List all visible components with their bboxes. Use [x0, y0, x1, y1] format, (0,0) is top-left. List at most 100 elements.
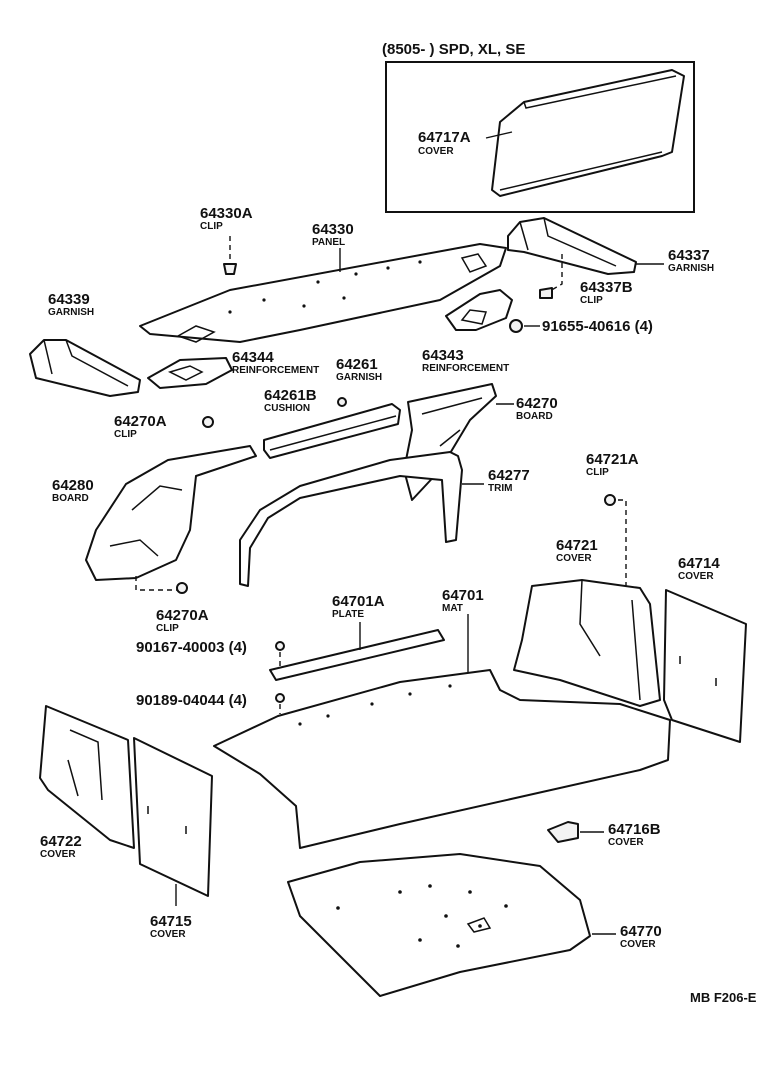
svg-text:BOARD: BOARD	[52, 493, 89, 504]
svg-text:REINFORCEMENT: REINFORCEMENT	[232, 365, 319, 376]
svg-text:91655-40616 (4): 91655-40616 (4)	[542, 318, 653, 335]
svg-text:TRIM: TRIM	[488, 483, 512, 494]
part-64717A-shape	[485, 69, 685, 197]
label-64337: 64337 GARNISH	[668, 247, 714, 274]
svg-text:64339: 64339	[48, 291, 90, 308]
part-64280-shape	[85, 445, 257, 594]
label-90189: 90189-04044 (4)	[136, 692, 247, 709]
svg-text:64261: 64261	[336, 356, 378, 373]
label-64715: 64715 COVER	[150, 913, 192, 940]
svg-text:64270: 64270	[516, 395, 558, 412]
label-64717A: 64717A COVER	[418, 129, 471, 157]
part-64714-shape	[663, 589, 747, 743]
svg-text:64344: 64344	[232, 349, 274, 366]
svg-text:64330A: 64330A	[200, 205, 253, 222]
part-64337B-shape	[539, 254, 563, 299]
label-64270A-top: 64270A CLIP	[114, 413, 167, 440]
part-64770-shape	[287, 853, 616, 997]
svg-text:64343: 64343	[422, 347, 464, 364]
svg-text:CLIP: CLIP	[200, 221, 223, 232]
part-64277-shape	[239, 451, 484, 587]
part-64339-shape	[29, 339, 141, 397]
label-64722: 64722 COVER	[40, 833, 82, 860]
svg-text:64714: 64714	[678, 555, 720, 572]
svg-text:64337B: 64337B	[580, 279, 633, 296]
svg-text:REINFORCEMENT: REINFORCEMENT	[422, 363, 509, 374]
svg-text:CLIP: CLIP	[580, 295, 603, 306]
svg-text:64721A: 64721A	[586, 451, 639, 468]
part-64721-shape	[513, 579, 661, 707]
svg-text:PLATE: PLATE	[332, 609, 364, 620]
label-90167: 90167-40003 (4)	[136, 639, 247, 656]
svg-text:64277: 64277	[488, 467, 530, 484]
label-64337B: 64337B CLIP	[580, 279, 633, 306]
svg-text:CUSHION: CUSHION	[264, 403, 310, 414]
svg-text:64330: 64330	[312, 221, 354, 238]
label-64701: 64701 MAT	[442, 587, 484, 614]
part-64344-shape	[147, 357, 233, 389]
label-64261: 64261 GARNISH	[336, 356, 382, 383]
part-64261-shape	[263, 397, 401, 459]
svg-text:COVER: COVER	[40, 849, 76, 860]
label-64343: 64343 REINFORCEMENT	[422, 347, 509, 374]
label-64721A: 64721A CLIP	[586, 451, 639, 478]
part-64715-shape	[133, 737, 213, 906]
label-64261B: 64261B CUSHION	[264, 387, 317, 414]
svg-text:64701: 64701	[442, 587, 484, 604]
figure-reference: MB F206-E	[690, 990, 757, 1005]
svg-text:64770: 64770	[620, 923, 662, 940]
part-64330A-shape	[223, 236, 237, 275]
inset-box: (8505- ) SPD, XL, SE	[382, 41, 695, 213]
svg-text:64721: 64721	[556, 537, 598, 554]
svg-text:COVER: COVER	[418, 146, 454, 157]
svg-text:BOARD: BOARD	[516, 411, 553, 422]
label-64714: 64714 COVER	[678, 555, 720, 582]
svg-text:MAT: MAT	[442, 603, 463, 614]
part-64722-shape	[39, 705, 135, 849]
svg-text:64270A: 64270A	[114, 413, 167, 430]
label-64277: 64277 TRIM	[488, 467, 530, 494]
part-fasteners-shape	[275, 641, 285, 714]
svg-text:COVER: COVER	[150, 929, 186, 940]
svg-text:PANEL: PANEL	[312, 237, 345, 248]
label-64280: 64280 BOARD	[52, 477, 94, 504]
svg-text:64717A: 64717A	[418, 129, 471, 146]
label-64701A: 64701A PLATE	[332, 593, 385, 620]
label-91655: 91655-40616 (4)	[542, 318, 653, 335]
part-64343-shape	[445, 289, 540, 333]
svg-text:COVER: COVER	[620, 939, 656, 950]
label-64270: 64270 BOARD	[516, 395, 558, 422]
svg-text:CLIP: CLIP	[114, 429, 137, 440]
svg-text:90189-04044 (4): 90189-04044 (4)	[136, 692, 247, 709]
part-64337-shape	[507, 217, 664, 275]
label-64330: 64330 PANEL	[312, 221, 354, 248]
svg-text:90167-40003 (4): 90167-40003 (4)	[136, 639, 247, 656]
label-64330A: 64330A CLIP	[200, 205, 253, 232]
svg-text:64701A: 64701A	[332, 593, 385, 610]
svg-text:64280: 64280	[52, 477, 94, 494]
part-64701-shape	[213, 614, 671, 849]
svg-text:GARNISH: GARNISH	[336, 372, 382, 383]
svg-text:GARNISH: GARNISH	[48, 307, 94, 318]
inset-header: (8505- ) SPD, XL, SE	[382, 41, 525, 58]
part-64270A-top-shape	[202, 416, 214, 428]
svg-text:64715: 64715	[150, 913, 192, 930]
svg-text:64716B: 64716B	[608, 821, 661, 838]
label-64721: 64721 COVER	[556, 537, 598, 564]
part-64716B-shape	[547, 821, 604, 843]
svg-text:COVER: COVER	[556, 553, 592, 564]
label-64770: 64770 COVER	[620, 923, 662, 950]
svg-text:COVER: COVER	[678, 571, 714, 582]
svg-text:CLIP: CLIP	[156, 623, 179, 634]
part-64330-shape	[139, 243, 507, 343]
svg-text:CLIP: CLIP	[586, 467, 609, 478]
label-64339: 64339 GARNISH	[48, 291, 94, 318]
svg-text:64337: 64337	[668, 247, 710, 264]
svg-text:COVER: COVER	[608, 837, 644, 848]
part-64721A-shape	[604, 494, 627, 596]
label-64270A-bottom: 64270A CLIP	[156, 607, 209, 634]
label-64716B: 64716B COVER	[608, 821, 661, 848]
label-64344: 64344 REINFORCEMENT	[232, 349, 319, 376]
